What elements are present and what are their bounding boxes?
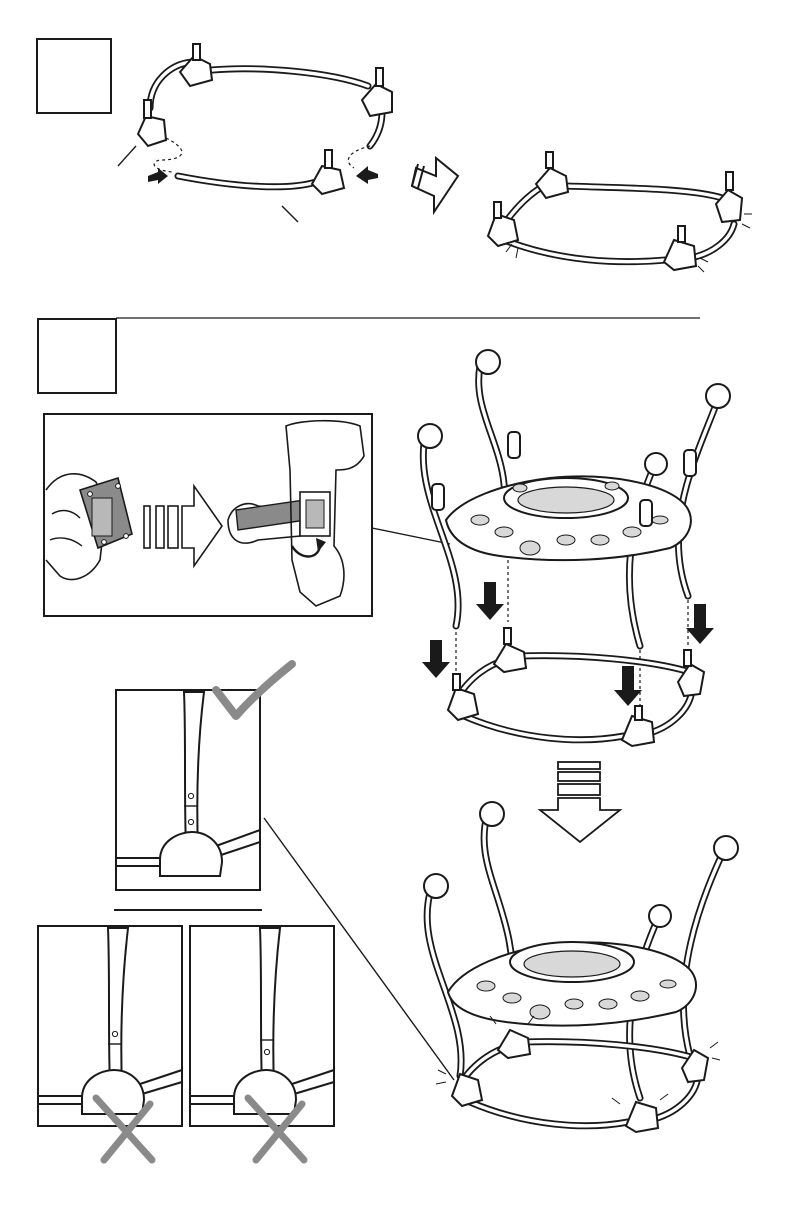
push-arrow-icon — [356, 166, 378, 184]
incorrect-fit-detail-2 — [190, 926, 334, 1160]
base-hub — [536, 168, 568, 198]
progress-arrow-icon — [412, 158, 458, 212]
dashed-alignment-line — [456, 560, 688, 706]
base-hub — [138, 116, 166, 146]
jumper-seat-exploded — [418, 350, 730, 646]
base-hub — [664, 240, 696, 270]
leader-line — [282, 206, 298, 222]
spring-hanger — [418, 424, 442, 448]
base-ring-step-2 — [448, 628, 704, 746]
base-ring-exploded — [118, 44, 392, 222]
spring-hanger — [476, 350, 500, 374]
hub-peg — [376, 68, 383, 86]
hub-peg — [144, 100, 151, 118]
leader-line — [118, 146, 136, 166]
hub-peg — [726, 172, 733, 190]
hub-peg — [494, 202, 501, 218]
progress-arrow-icon — [540, 762, 620, 842]
spring-hanger — [706, 384, 730, 408]
hub-peg — [193, 44, 200, 60]
tool-detail-inset — [44, 414, 450, 616]
hub-peg — [546, 152, 553, 168]
dashed-alignment-line — [348, 146, 370, 168]
jumper-assembled — [264, 802, 738, 1132]
base-hub — [488, 214, 518, 246]
spring-hanger — [645, 453, 667, 475]
base-ring-assembled — [488, 152, 752, 272]
base-hub — [312, 166, 344, 194]
incorrect-fit-detail-1 — [38, 926, 182, 1160]
hub-peg — [678, 226, 685, 242]
hub-peg — [325, 150, 332, 168]
correct-fit-detail — [116, 664, 292, 890]
